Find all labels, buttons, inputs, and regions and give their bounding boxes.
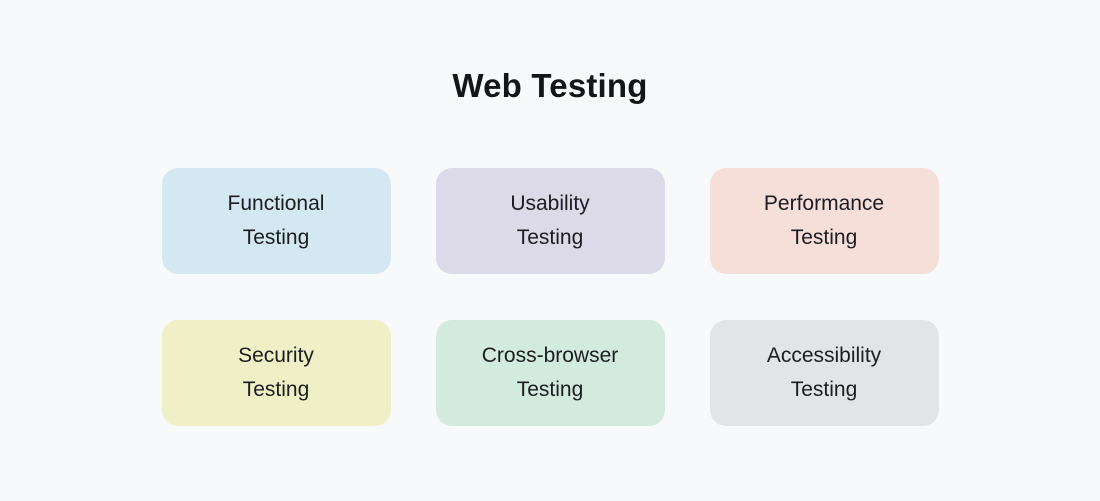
page-title: Web Testing xyxy=(452,67,648,104)
card-accessibility-testing: Accessibility Testing xyxy=(709,320,939,426)
card-cross-browser-testing: Cross-browser Testing xyxy=(435,320,665,426)
card-performance-testing: Performance Testing xyxy=(709,168,939,274)
card-label-line: Usability xyxy=(510,192,590,215)
cards-grid: Functional Testing Usability Testing Per… xyxy=(161,168,939,426)
card-label-line: Testing xyxy=(790,226,858,249)
card-usability-testing: Usability Testing xyxy=(435,168,665,274)
card-label-line: Testing xyxy=(790,378,858,401)
card-label-line: Testing xyxy=(516,226,584,249)
card-functional-testing: Functional Testing xyxy=(161,168,391,274)
card-label: Usability Testing xyxy=(510,187,589,255)
card-label-line: Cross-browser xyxy=(481,344,619,367)
card-label: Performance Testing xyxy=(764,187,884,255)
card-label-line: Performance xyxy=(763,192,885,215)
card-label-line: Accessibility xyxy=(766,344,882,367)
card-label: Functional Testing xyxy=(228,187,325,255)
card-label-line: Testing xyxy=(242,378,310,401)
card-label-line: Testing xyxy=(516,378,584,401)
card-label: Cross-browser Testing xyxy=(482,339,619,407)
card-security-testing: Security Testing xyxy=(161,320,391,426)
card-label-line: Functional xyxy=(227,192,325,215)
card-label-line: Security xyxy=(238,344,314,367)
card-label-line: Testing xyxy=(242,226,310,249)
card-label: Accessibility Testing xyxy=(767,339,881,407)
card-label: Security Testing xyxy=(238,339,314,407)
